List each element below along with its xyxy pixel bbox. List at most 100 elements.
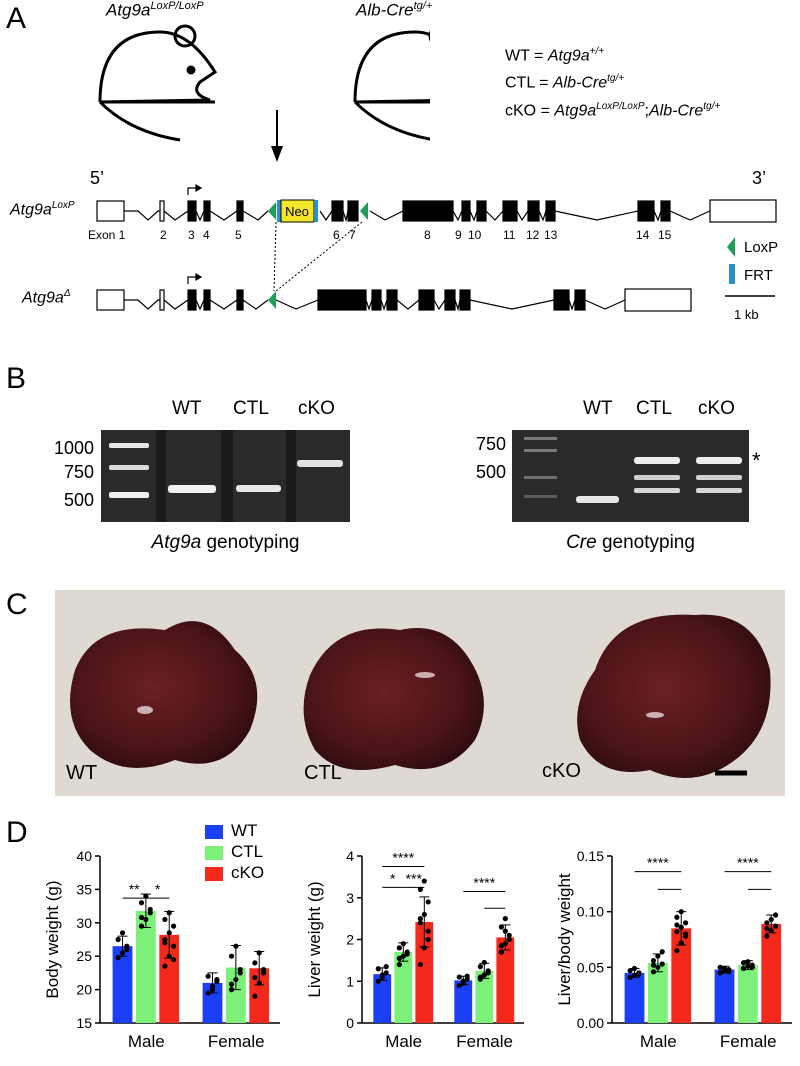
data-point — [627, 974, 633, 980]
y-tick-label: 0.05 — [577, 959, 604, 975]
data-point — [678, 909, 684, 915]
liver-cko — [577, 614, 771, 778]
gel2-ladder-500: 500 — [476, 462, 507, 482]
gel1-image — [101, 430, 350, 522]
legend-item-ctl: CTL — [205, 841, 264, 862]
data-point — [417, 916, 423, 922]
data-point — [421, 945, 427, 951]
data-point — [228, 953, 235, 959]
liver-wt — [70, 621, 258, 768]
exon-label-15: 15 — [658, 228, 672, 242]
exon-label-6: 6 — [333, 228, 340, 242]
scale-bar-label: 1 kb — [734, 307, 759, 322]
prime3-label: 3’ — [752, 168, 767, 188]
bar-ctl-male — [647, 962, 668, 1023]
data-point — [260, 966, 267, 973]
data-point — [772, 912, 779, 918]
exon-13 — [545, 200, 556, 222]
data-point — [162, 940, 168, 946]
data-point — [674, 929, 680, 935]
data-point — [498, 949, 504, 955]
gel1-lane-cko: cKO — [298, 398, 335, 419]
data-point — [170, 956, 177, 963]
y-tick-label: 40 — [76, 848, 92, 864]
allele-delta-label: Atg9aΔ — [22, 288, 71, 307]
data-point — [256, 980, 262, 986]
data-point — [375, 978, 381, 984]
liver-ctl — [303, 628, 484, 770]
data-point — [166, 953, 172, 959]
chart-legend: WT CTL cKO — [205, 820, 264, 883]
exon-15 — [660, 200, 671, 222]
exon-10 — [476, 200, 487, 222]
exon-label-3: 3 — [188, 228, 195, 242]
bar-wt-female — [714, 969, 735, 1023]
data-point — [674, 922, 680, 928]
mouse-right-label: Alb-Cretg/+ — [356, 0, 433, 20]
legend-item-cko: cKO — [205, 862, 264, 883]
data-point — [379, 972, 385, 978]
data-point — [209, 987, 216, 993]
exon-label-12: 12 — [526, 228, 540, 242]
data-point — [228, 987, 235, 993]
y-tick-label: 2 — [346, 932, 354, 948]
data-point — [498, 943, 504, 949]
significance-label: **** — [737, 855, 759, 871]
liver-label-wt: WT — [66, 762, 98, 784]
bar-wt-male — [373, 974, 392, 1023]
bar-ctl-male — [135, 910, 156, 1023]
gel2-star: * — [752, 448, 761, 473]
mice-diagram — [98, 24, 430, 162]
y-tick-label: 25 — [76, 948, 92, 964]
data-point — [138, 914, 145, 921]
data-point — [506, 936, 512, 943]
data-point — [768, 916, 774, 923]
bar-ctl-female — [475, 970, 494, 1023]
bar-cko-male — [159, 934, 180, 1023]
data-point — [396, 945, 402, 951]
bar-cko-female — [761, 923, 782, 1023]
exon-label-11: 11 — [503, 228, 516, 242]
gel1-ladder-500: 500 — [64, 490, 95, 510]
data-point — [631, 965, 638, 972]
exon-label-10: 10 — [468, 228, 482, 242]
data-point — [115, 936, 121, 943]
data-point — [764, 920, 770, 926]
y-axis-label: Liver/body weight — [555, 873, 574, 1006]
x-tick-label: Male — [640, 1032, 677, 1051]
exon-label-7: 7 — [349, 228, 356, 242]
data-point — [721, 965, 728, 972]
data-point — [119, 930, 126, 936]
exon-9 — [461, 200, 471, 222]
gel2-lane-wt: WT — [583, 398, 613, 419]
significance-label: *** — [406, 870, 423, 886]
x-tick-label: Male — [128, 1032, 165, 1051]
mouse-right-icon — [353, 30, 430, 141]
data-point — [425, 936, 431, 943]
exon-label-1: Exon 1 — [88, 228, 126, 242]
frt-site-1 — [277, 200, 281, 222]
data-point — [256, 950, 262, 956]
gel1-lane-ctl: CTL — [233, 398, 269, 419]
def-cko: cKO = Atg9aLoxP/LoxP;Alb-Cretg/+ — [505, 100, 721, 119]
exon-2 — [159, 200, 165, 222]
gel2-lane-cko: cKO — [698, 398, 735, 419]
bar-wt-female — [454, 980, 473, 1023]
data-point — [485, 970, 491, 976]
exon-7 — [347, 200, 359, 222]
data-point — [659, 961, 665, 967]
bar-ctl-female — [225, 967, 246, 1023]
liver-label-cko: cKO — [542, 760, 581, 782]
gel2-caption: Cre genotyping — [566, 532, 695, 553]
gene-structure-diagram: Neo Exon 1 2 — [88, 183, 778, 322]
exon-label-14: 14 — [636, 228, 650, 242]
exon-4 — [203, 200, 211, 222]
gel1-ladder-1000: 1000 — [54, 438, 95, 458]
bar-ctl-male — [394, 952, 413, 1023]
x-tick-label: Female — [720, 1032, 777, 1051]
data-point — [425, 899, 431, 905]
data-point — [502, 928, 508, 934]
data-point — [456, 982, 462, 989]
data-point — [460, 978, 466, 984]
data-point — [627, 968, 633, 974]
